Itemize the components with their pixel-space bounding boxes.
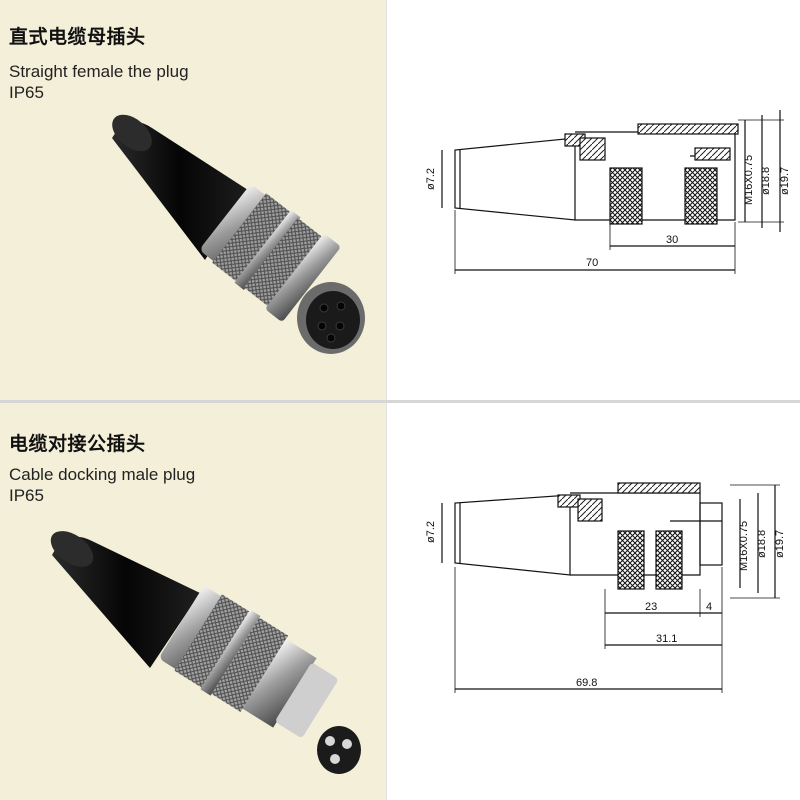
- female-plug-photo: [112, 114, 365, 354]
- product-panel-male: 电缆对接公插头 Cable docking male plug IP65: [0, 403, 800, 800]
- connector-face: [297, 282, 365, 354]
- cable-diameter-label: ø7.2: [425, 521, 437, 543]
- body-length-label: 30: [666, 234, 678, 246]
- product-title-en: Cable docking male plug: [9, 465, 196, 484]
- total-length-label: 70: [586, 257, 598, 269]
- cable-boot: [50, 531, 200, 668]
- product-title-zh: 电缆对接公插头: [9, 433, 146, 455]
- product-title-zh: 直式电缆母插头: [9, 26, 146, 48]
- outer-diameter-label: ø19.7: [774, 530, 786, 558]
- connector-pins: [317, 726, 361, 774]
- product-panel-female: 直式电缆母插头 Straight female the plug IP65: [0, 0, 791, 400]
- cable-diameter-label: ø7.2: [425, 168, 437, 190]
- thread-label: M16X0.75: [743, 155, 755, 205]
- total-length-label: 69.8: [576, 677, 597, 689]
- connector-body: [201, 186, 340, 321]
- inner-diameter-label: ø18.8: [760, 167, 772, 195]
- ip-rating: IP65: [9, 83, 44, 102]
- section-divider: [0, 400, 800, 403]
- body-length-label: 31.1: [656, 633, 677, 645]
- product-title-en: Straight female the plug: [9, 62, 189, 81]
- connector-body: [160, 587, 338, 737]
- outer-diameter-label: ø19.7: [779, 167, 791, 195]
- thread-label: M16X0.75: [738, 521, 750, 571]
- knurl-length-label: 23: [645, 601, 657, 613]
- inner-diameter-label: ø18.8: [756, 530, 768, 558]
- ip-rating: IP65: [9, 486, 44, 505]
- male-plug-drawing: ø7.2 M16X0.75 ø18.8 ø19.7 23 4 31.1 69.8: [425, 482, 786, 693]
- cable-boot: [112, 114, 248, 261]
- pin-length-label: 4: [706, 601, 712, 613]
- male-plug-photo: [50, 531, 361, 774]
- female-plug-drawing: ø7.2 M16X0.75 ø18.8 ø19.7 30 70: [425, 110, 791, 274]
